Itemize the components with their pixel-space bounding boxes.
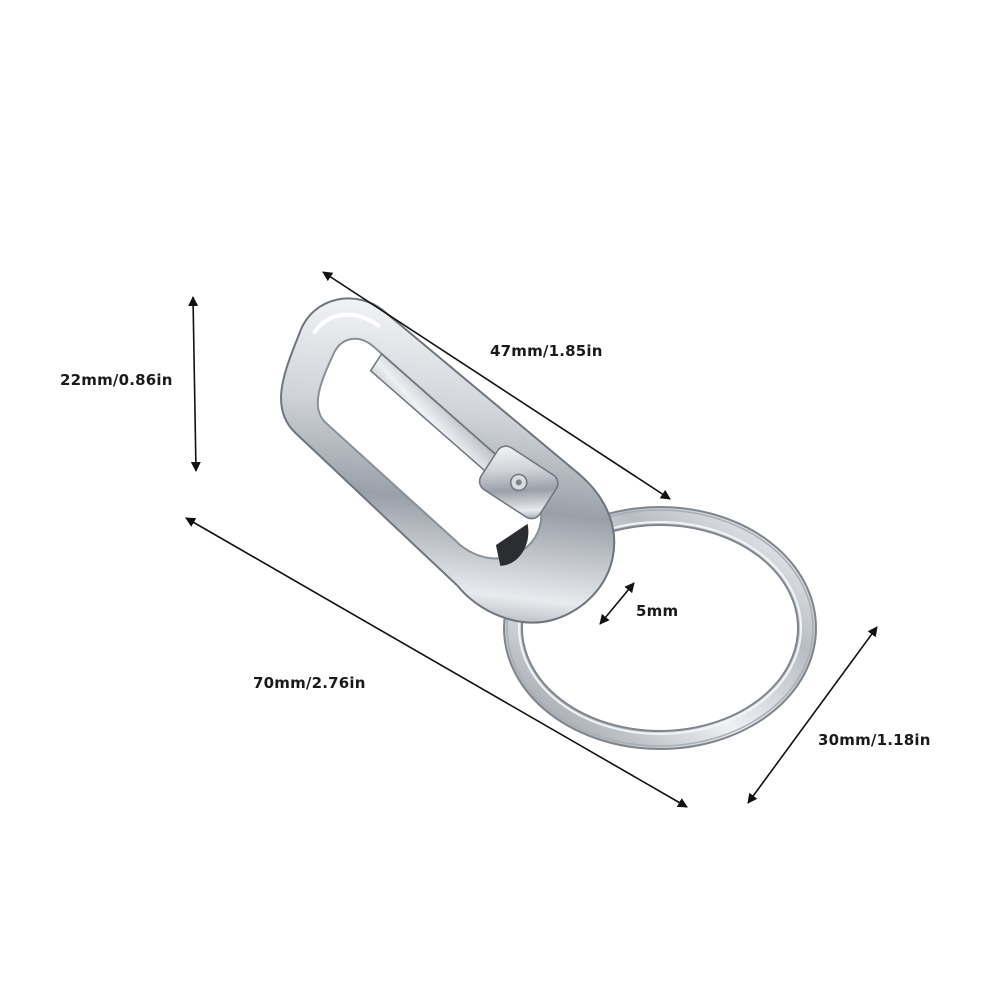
arrow-gate-gap bbox=[599, 582, 635, 625]
label-ring-diameter: 30mm/1.18in bbox=[818, 731, 931, 749]
label-height: 22mm/0.86in bbox=[60, 371, 173, 389]
arrow-ring-diameter bbox=[747, 626, 878, 804]
carabiner-clip bbox=[280, 297, 616, 624]
label-gate-gap: 5mm bbox=[636, 602, 679, 620]
arrow-total-length bbox=[185, 517, 688, 808]
label-total-length: 70mm/2.76in bbox=[253, 674, 366, 692]
label-clip-length: 47mm/1.85in bbox=[490, 342, 603, 360]
arrow-height bbox=[188, 296, 201, 472]
dimension-arrows bbox=[185, 271, 878, 808]
arrow-clip-length bbox=[322, 271, 671, 500]
